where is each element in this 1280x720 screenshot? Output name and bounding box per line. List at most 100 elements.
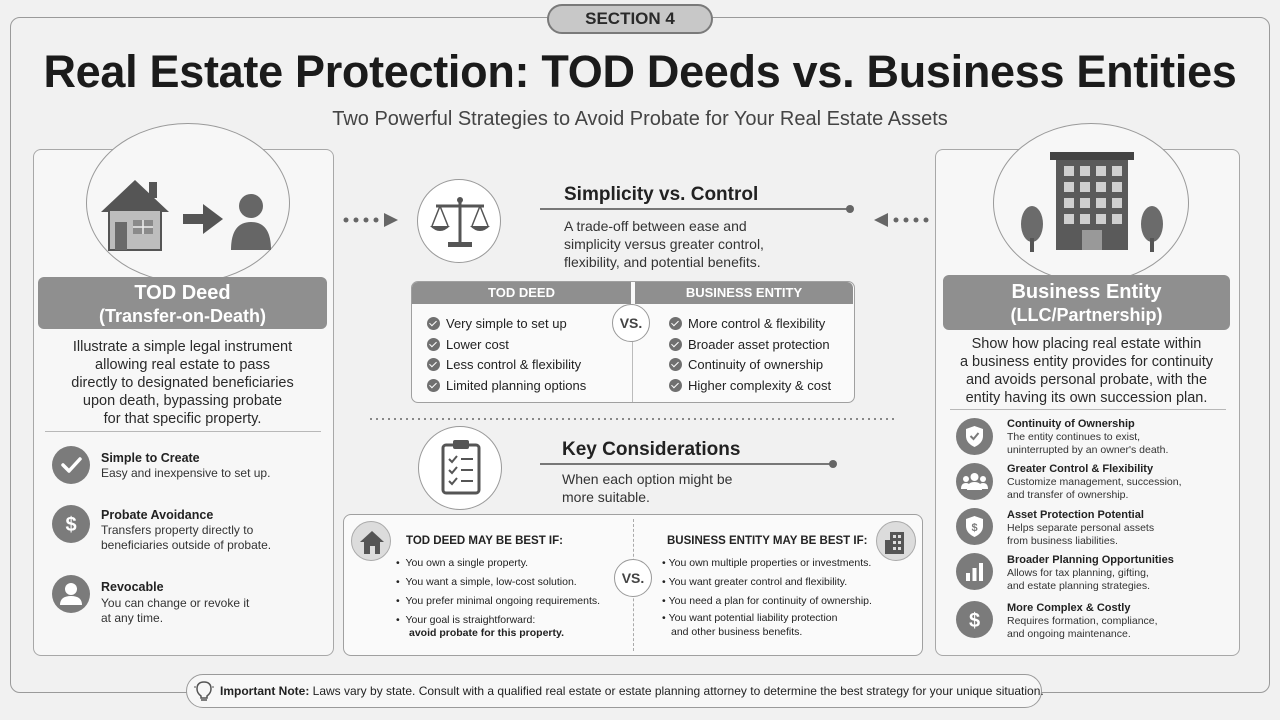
check-icon [427, 379, 440, 392]
house-to-person-icon [101, 180, 271, 251]
group-icon [956, 463, 993, 500]
kc-left-item-bold: avoid probate for this property. [409, 627, 564, 640]
table-header-entity: BUSINESS ENTITY [635, 282, 853, 304]
line-dot [846, 205, 854, 213]
desc-line: for that specific property. [103, 411, 262, 427]
feature-desc: and estate planning strategies. [1007, 580, 1151, 592]
dollar-icon: $ [52, 505, 90, 543]
desc-line: A trade-off between ease and [564, 218, 747, 234]
kc-text-bold: avoid probate for this property. [409, 627, 564, 639]
svg-text:$: $ [65, 514, 76, 536]
feature-desc: uninterrupted by an owner's death. [1007, 444, 1169, 456]
shield-check-icon [956, 418, 993, 455]
feature-desc: Helps separate personal assets [1007, 522, 1155, 534]
feature-control: Greater Control & Flexibility Customize … [956, 463, 1226, 503]
simplicity-underline [540, 208, 850, 210]
feature-desc: from business liabilities. [1007, 535, 1118, 547]
check-text: Limited planning options [446, 378, 587, 393]
check-icon [427, 358, 440, 371]
kc-text: You own a single property. [405, 557, 529, 569]
feature-title: Continuity of Ownership [1007, 418, 1135, 430]
office-building-icon [876, 521, 916, 561]
kc-right-item: • You want potential liability protectio… [662, 612, 838, 624]
kc-vs-badge: VS. [614, 559, 652, 597]
check-text: Continuity of ownership [688, 357, 824, 372]
feature-title: More Complex & Costly [1007, 602, 1131, 614]
check-text: Very simple to set up [446, 316, 567, 331]
vs-badge: VS. [612, 304, 650, 342]
kc-text: You want greater control and flexibility… [668, 576, 848, 588]
kc-text: You need a plan for continuity of owners… [668, 595, 872, 607]
feature-simple-to-create: Simple to Create Easy and inexpensive to… [52, 446, 322, 486]
desc-line: and avoids personal probate, with the [965, 372, 1208, 388]
feature-desc: The entity continues to exist, [1007, 431, 1141, 443]
feature-desc: Easy and inexpensive to set up. [101, 466, 271, 480]
tod-deed-label: TOD Deed (Transfer-on-Death) [38, 277, 327, 329]
feature-title: Probate Avoidance [101, 508, 214, 522]
dotted-arrow-left-icon [874, 213, 929, 227]
shield-dollar-icon: $ [956, 508, 993, 545]
kc-text: Your goal is straightforward: [405, 614, 536, 626]
kc-left-item: • You own a single property. [396, 557, 529, 569]
feature-broader-planning: Broader Planning Opportunities Allows fo… [956, 553, 1226, 593]
desc-line: entity having its own succession plan. [965, 390, 1208, 406]
bar-chart-icon [956, 553, 993, 590]
kc-left-heading: TOD DEED MAY BE BEST IF: [406, 535, 563, 547]
check-text: Higher complexity & cost [688, 378, 832, 393]
feature-desc: beneficiaries outside of probate. [101, 538, 272, 552]
line-dot [829, 460, 837, 468]
feature-desc: Requires formation, compliance, [1007, 615, 1158, 627]
kc-right-item: • You want greater control and flexibili… [662, 576, 848, 588]
desc-line: a business entity provides for continuit… [959, 354, 1214, 370]
desc-line: When each option might be [562, 471, 733, 487]
kc-text: You want a simple, low-cost solution. [405, 576, 577, 588]
business-entity-label: Business Entity (LLC/Partnership) [943, 275, 1230, 330]
feature-title: Asset Protection Potential [1007, 509, 1144, 521]
desc-line: Illustrate a simple legal instrument [72, 339, 293, 355]
business-entity-label-line2: (LLC/Partnership) [1010, 305, 1163, 325]
dollar-icon: $ [956, 601, 993, 638]
scales-icon [430, 197, 490, 247]
note-body: Laws vary by state. Consult with a quali… [309, 684, 1044, 698]
check-icon [427, 317, 440, 330]
kc-left-item: • You prefer minimal ongoing requirement… [396, 595, 601, 607]
feature-desc: at any time. [101, 611, 164, 625]
section-badge: SECTION 4 [547, 4, 713, 34]
divider [950, 409, 1226, 410]
check-icon [669, 338, 682, 351]
desc-line: directly to designated beneficiaries [71, 375, 294, 391]
divider [45, 431, 321, 432]
tod-deed-label-line1: TOD Deed [134, 282, 231, 304]
feature-revocable: Revocable You can change or revoke it at… [52, 575, 322, 625]
comparison-table: TOD DEED BUSINESS ENTITY Very simple to … [411, 281, 855, 403]
kc-text: You prefer minimal ongoing requirements. [405, 595, 601, 607]
feature-desc: Transfers property directly to [101, 523, 254, 537]
kc-left-item: • Your goal is straightforward: [396, 614, 536, 626]
key-description: When each option might be more suitable. [562, 470, 782, 506]
simplicity-description: A trade-off between ease and simplicity … [564, 217, 824, 271]
desc-line: simplicity versus greater control, [564, 236, 764, 252]
feature-desc: and transfer of ownership. [1007, 489, 1129, 501]
kc-right-heading: BUSINESS ENTITY MAY BE BEST IF: [667, 535, 868, 547]
desc-line: Show how placing real estate within [971, 336, 1202, 352]
kc-text: You want potential liability protection [668, 612, 838, 624]
check-icon [669, 358, 682, 371]
feature-title: Simple to Create [101, 451, 200, 465]
page-title: Real Estate Protection: TOD Deeds vs. Bu… [43, 46, 1237, 97]
table-divider [632, 304, 633, 402]
dotted-divider [370, 418, 896, 420]
feature-title: Revocable [101, 580, 164, 594]
business-entity-circle [993, 123, 1189, 283]
check-text: Broader asset protection [688, 337, 830, 352]
tod-deed-label-line2: (Transfer-on-Death) [98, 306, 266, 326]
desc-line: upon death, bypassing probate [82, 393, 283, 409]
clipboard-icon [441, 440, 481, 495]
check-icon [669, 379, 682, 392]
business-entity-description: Show how placing real estate within a bu… [943, 335, 1230, 407]
check-icon [427, 338, 440, 351]
feature-desc: Customize management, succession, [1007, 476, 1182, 488]
check-text: More control & flexibility [688, 316, 826, 331]
checkmark-icon [52, 446, 90, 484]
check-text: Less control & flexibility [446, 357, 582, 372]
kc-right-item: • You need a plan for continuity of owne… [662, 595, 872, 607]
